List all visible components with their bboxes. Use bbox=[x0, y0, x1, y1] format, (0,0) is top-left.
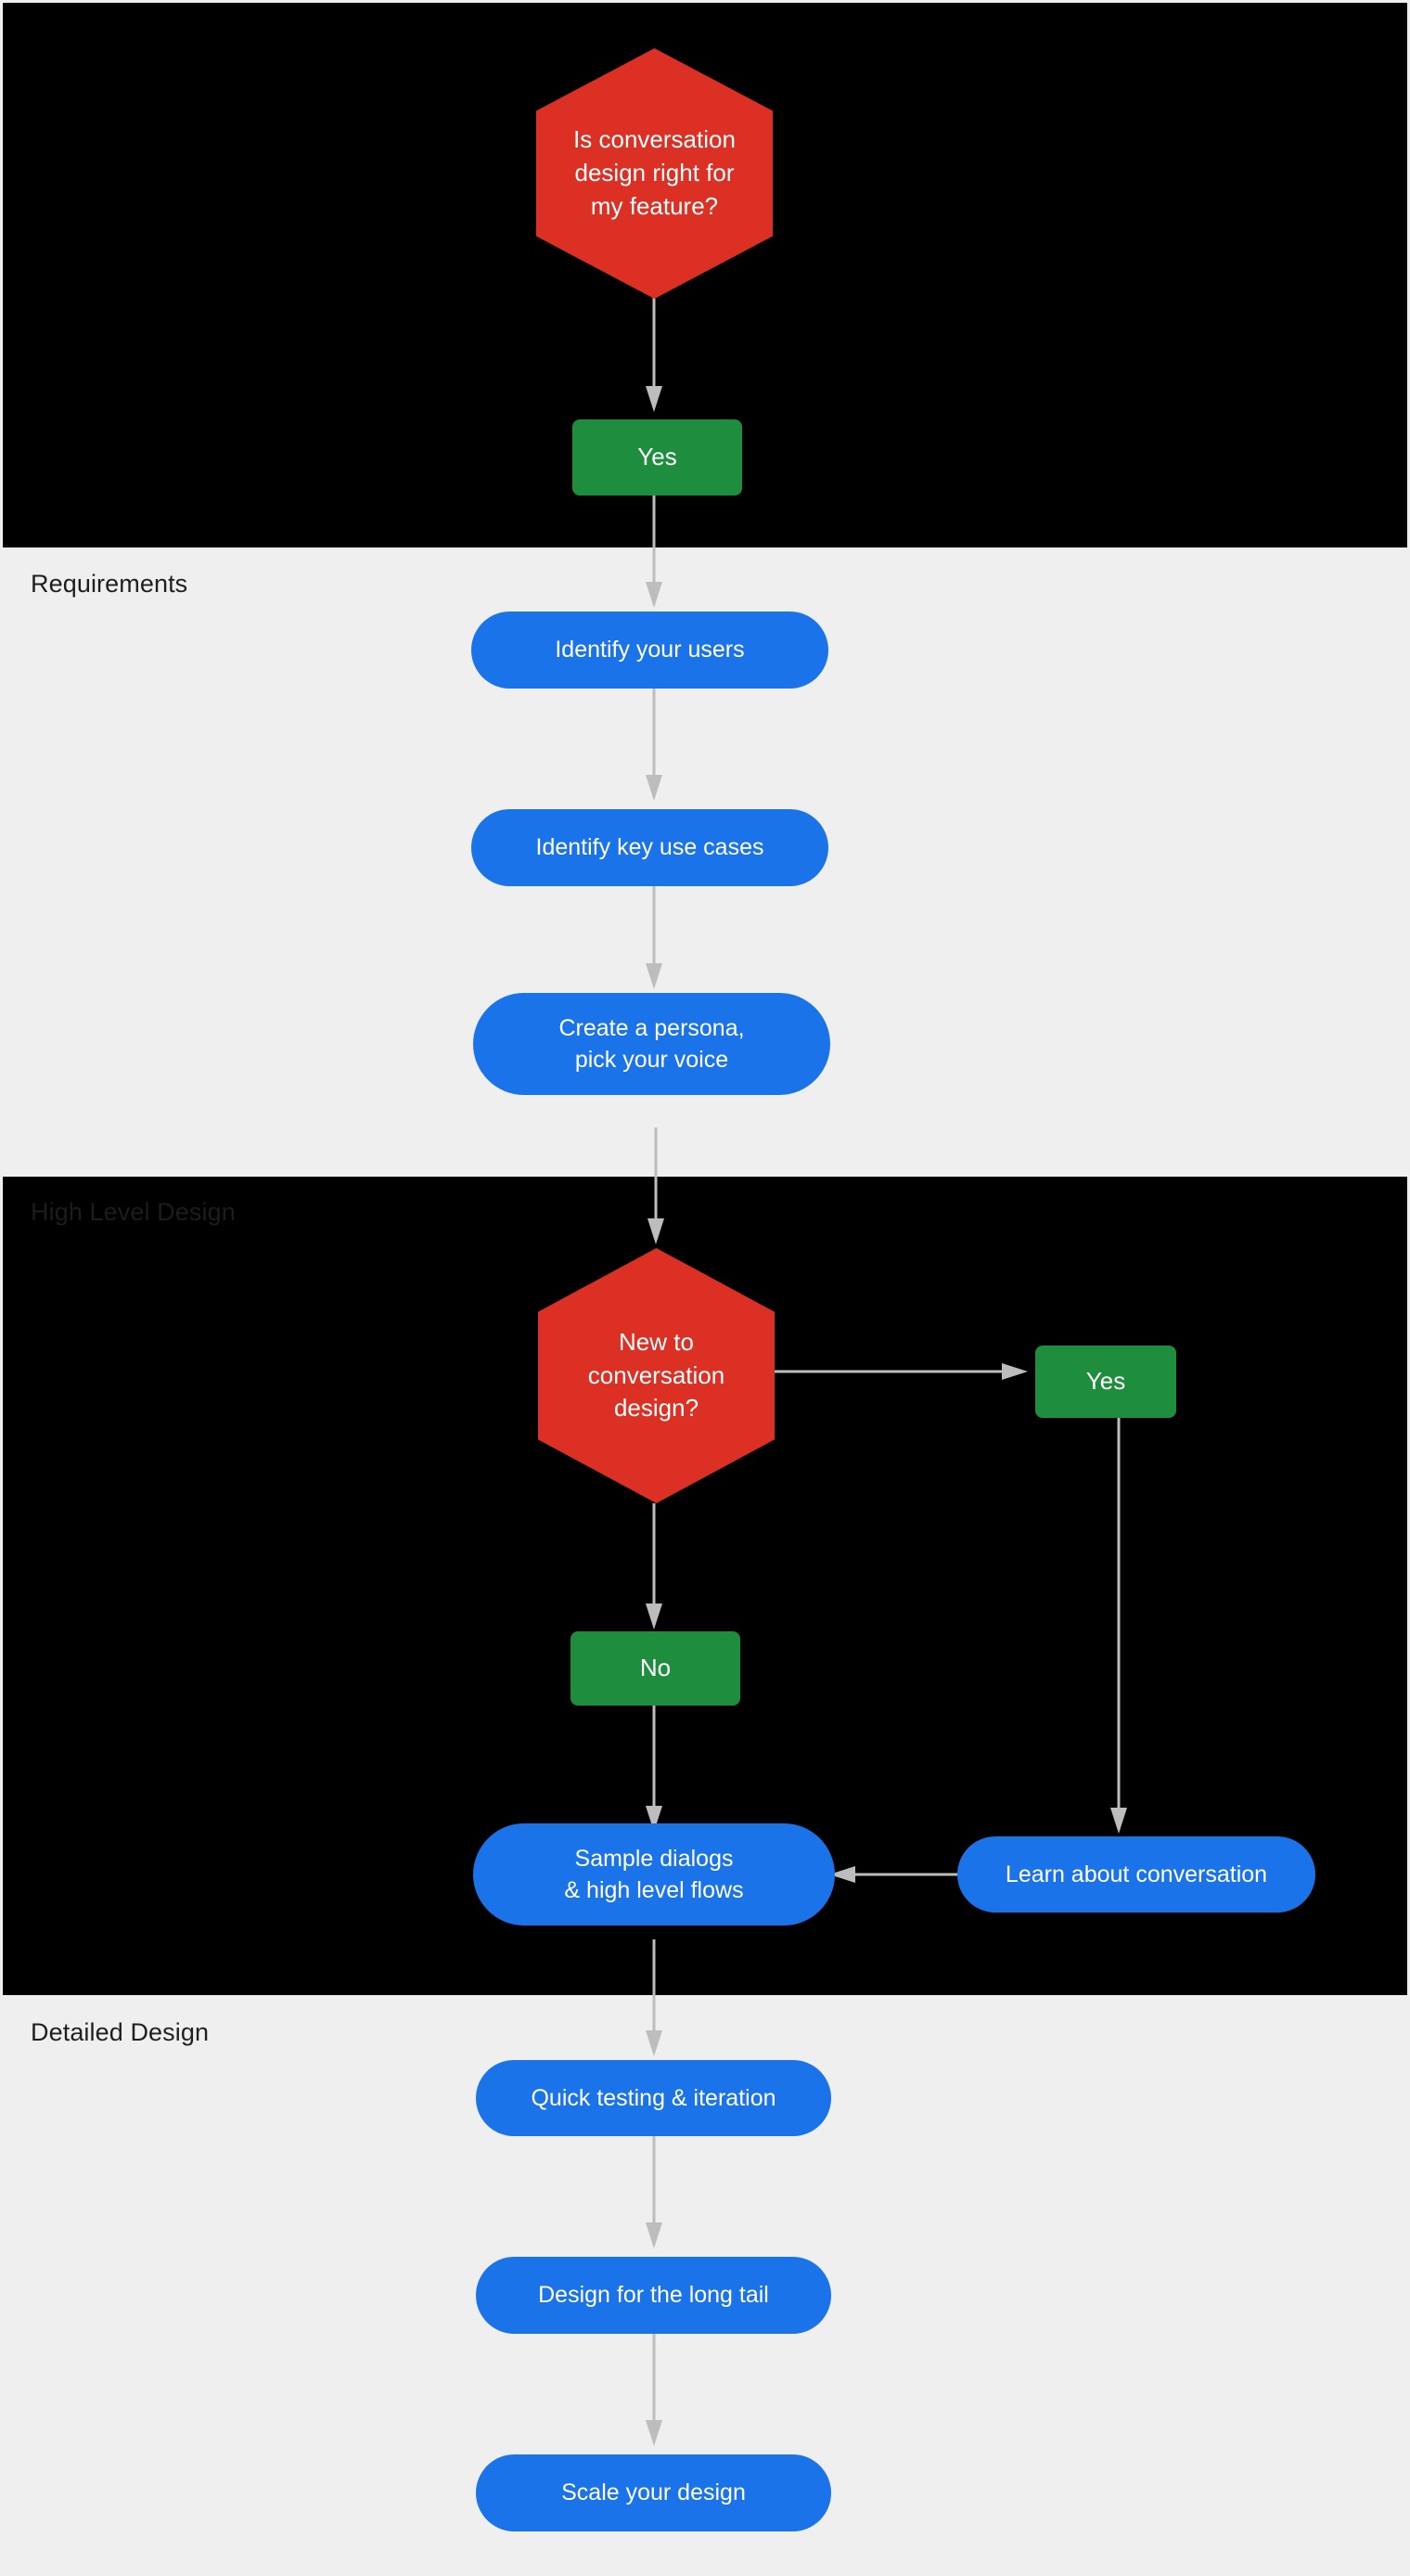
decision-new-to-conversation-design[interactable]: New to conversation design? bbox=[538, 1248, 775, 1503]
step-learn-about-conversation[interactable]: Learn about conversation bbox=[957, 1836, 1315, 1913]
step-scale-your-design[interactable]: Scale your design bbox=[476, 2454, 831, 2531]
edge-create-persona-to-new-to-cd bbox=[642, 1127, 670, 1248]
step-design-for-the-long-tail-label: Design for the long tail bbox=[538, 2282, 769, 2309]
edge-sample-dialogs-to-quick-testing bbox=[640, 1939, 668, 2060]
step-quick-testing-iteration-label: Quick testing & iteration bbox=[531, 2084, 776, 2111]
answer-yes-new-to-cd[interactable]: Yes bbox=[1035, 1346, 1176, 1418]
step-identify-your-users[interactable]: Identify your users bbox=[471, 612, 828, 689]
step-design-for-the-long-tail[interactable]: Design for the long tail bbox=[476, 2257, 831, 2334]
step-learn-about-conversation-label: Learn about conversation bbox=[1005, 1861, 1268, 1887]
section-label-detailed-design: Detailed Design bbox=[31, 2018, 210, 2046]
edge-long-tail-to-scale-design bbox=[640, 2334, 668, 2450]
step-identify-key-use-cases-label: Identify key use cases bbox=[535, 834, 764, 861]
edge-new-to-cd-to-no bbox=[640, 1503, 668, 1633]
edge-yes-top-to-identify-users bbox=[640, 496, 668, 612]
step-create-a-persona[interactable]: Create a persona, pick your voice bbox=[473, 993, 830, 1095]
edge-question-to-yes-top bbox=[640, 295, 668, 416]
decision-new-to-conversation-design-label: New to conversation design? bbox=[587, 1327, 725, 1423]
edge-identify-users-to-use-cases bbox=[640, 689, 668, 805]
answer-no-new-to-cd-label: No bbox=[639, 1654, 672, 1682]
step-sample-dialogs-high-level-flows-label: Sample dialogs & high level flows bbox=[564, 1845, 744, 1904]
edge-new-to-cd-to-yes bbox=[772, 1358, 1032, 1385]
section-label-high-level-design: High Level Design bbox=[31, 1198, 236, 1226]
section-label-requirements: Requirements bbox=[31, 570, 188, 598]
step-sample-dialogs-high-level-flows[interactable]: Sample dialogs & high level flows bbox=[473, 1823, 835, 1926]
answer-yes-top-label: Yes bbox=[637, 443, 677, 471]
edge-yes-to-learn-about-conversation bbox=[1105, 1401, 1133, 1837]
decision-is-conversation-design-right[interactable]: Is conversation design right for my feat… bbox=[536, 48, 773, 299]
step-create-a-persona-label: Create a persona, pick your voice bbox=[558, 1014, 745, 1074]
answer-no-new-to-cd[interactable]: No bbox=[570, 1631, 740, 1706]
edge-use-cases-to-create-persona bbox=[640, 886, 668, 993]
step-quick-testing-iteration[interactable]: Quick testing & iteration bbox=[476, 2060, 831, 2136]
edge-learn-to-sample-dialogs bbox=[826, 1861, 974, 1888]
edge-no-to-sample-dialogs bbox=[640, 1706, 668, 1835]
step-identify-key-use-cases[interactable]: Identify key use cases bbox=[471, 809, 828, 886]
step-identify-your-users-label: Identify your users bbox=[555, 637, 745, 663]
decision-is-conversation-design-right-label: Is conversation design right for my feat… bbox=[573, 125, 736, 220]
step-scale-your-design-label: Scale your design bbox=[561, 2479, 746, 2506]
edge-quick-testing-to-long-tail bbox=[640, 2136, 668, 2252]
answer-yes-new-to-cd-label: Yes bbox=[1085, 1367, 1126, 1396]
answer-yes-top[interactable]: Yes bbox=[572, 419, 742, 496]
